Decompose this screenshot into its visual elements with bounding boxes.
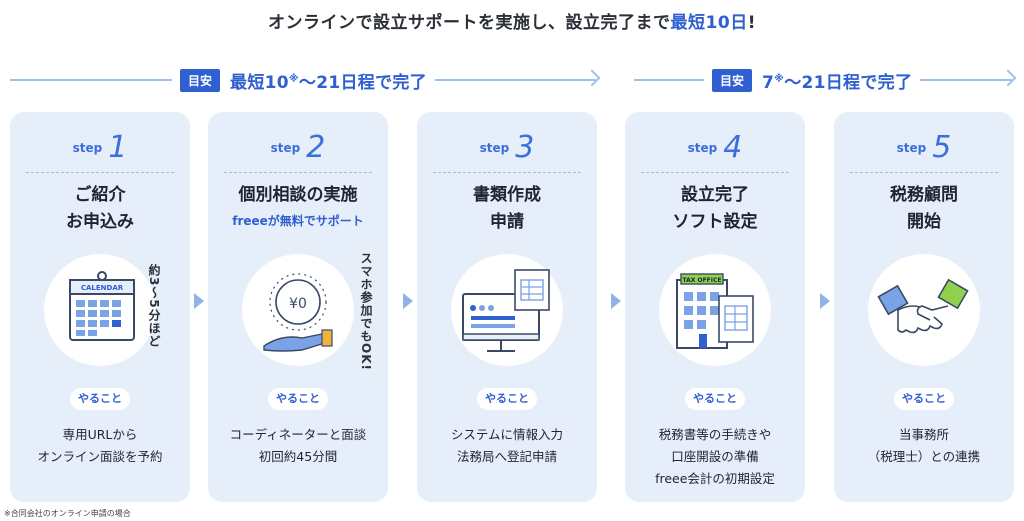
title-line: 開始 (907, 212, 941, 232)
desc-line: （税理士）との連携 (867, 449, 981, 464)
step-word: step (896, 140, 927, 155)
step-description: コーディネーターと面談初回約45分間 (208, 424, 388, 468)
calendar-label: CALENDAR (81, 284, 124, 292)
divider (850, 172, 998, 173)
timeline-arrow-icon (583, 69, 601, 87)
timeline-label: 目安 最短10※〜21日程で完了 (172, 66, 435, 94)
todo-badge: やること (477, 388, 537, 410)
step-heading: step 1 (10, 130, 190, 165)
coin-label: ¥0 (289, 296, 307, 312)
illustration-circle (868, 254, 980, 366)
desc-line: 口座開設の準備 (671, 449, 759, 464)
step-card-5: step 5 税務顧問開始 やること 当事務所 （税理士）との連携 (834, 112, 1014, 502)
smartphone-note: スマホ参加でもOK! (359, 252, 373, 371)
next-arrow-icon (820, 293, 830, 309)
step-description: 専用URLからオンライン面談を予約 (10, 424, 190, 468)
title-line: ご紹介 (74, 185, 126, 205)
title-line: 設立完了 (681, 185, 749, 205)
todo-badge: やること (894, 388, 954, 410)
handshake-icon (877, 278, 969, 334)
desc-line: 専用URLから (62, 427, 138, 442)
desc-line: システムに情報入力 (450, 427, 564, 442)
page-headline: オンラインで設立サポートを実施し、設立完了まで最短10日! (0, 8, 1024, 33)
tax-office-icon: TAX OFFICE (676, 273, 754, 349)
step-card-4: step 4 設立完了ソフト設定 TAX OFFICE やること 税務書等の手続き… (625, 112, 805, 502)
headline-suffix: ! (747, 13, 756, 33)
timeline-label-b: 〜21日程で完了 (784, 72, 913, 93)
desc-line: オンライン面談を予約 (37, 449, 163, 464)
timeline-mark: ※ (288, 72, 299, 84)
desc-line: 税務書等の手続きや (658, 427, 772, 442)
timeline-label-b: 〜21日程で完了 (298, 72, 427, 93)
step-number: 5 (932, 130, 952, 165)
estimate-badge: 目安 (180, 68, 221, 92)
step-card-2: step 2 個別相談の実施 freeeが無料でサポート ¥0 スマホ参加でもOK… (208, 112, 388, 502)
desc-line: 法務局へ登記申請 (456, 449, 557, 464)
step-number: 2 (306, 130, 326, 165)
step-heading: step 5 (834, 130, 1014, 165)
timeline-second: 目安 7※〜21日程で完了 (634, 66, 1017, 96)
step-heading: step 3 (417, 130, 597, 165)
step-number: 4 (723, 130, 743, 165)
step-word: step (479, 140, 510, 155)
illustration-circle: ¥0 (242, 254, 354, 366)
illustration-circle: CALENDAR (44, 254, 156, 366)
step-card-3: step 3 書類作成申請 やること システムに情報入力法務局へ登記申請 (417, 112, 597, 502)
next-arrow-icon (611, 293, 621, 309)
step-word: step (687, 140, 718, 155)
step-subtitle: freeeが無料でサポート (232, 214, 364, 228)
title-line: 申請 (490, 212, 524, 232)
title-line: ソフト設定 (672, 212, 758, 232)
headline-accent: 最短10日 (670, 13, 748, 33)
title-line: 税務顧問 (890, 185, 958, 205)
step-card-1: step 1 ご紹介お申込み CALENDAR 約3〜5分ほど やること 専用UR… (10, 112, 190, 502)
illustration-circle: TAX OFFICE (659, 254, 771, 366)
timeline-label: 目安 7※〜21日程で完了 (704, 66, 921, 94)
estimate-badge: 目安 (712, 68, 753, 92)
title-line: 書類作成 (473, 185, 541, 205)
step-description: 税務書等の手続きや口座開設の準備 freee会計の初期設定 (625, 424, 805, 490)
coin-hand-icon: ¥0 (263, 273, 333, 352)
timeline-mark: ※ (774, 72, 785, 84)
step-title: 設立完了ソフト設定 (625, 182, 805, 236)
timeline-label-a: 7 (762, 72, 775, 93)
step-heading: step 4 (625, 130, 805, 165)
step-word: step (72, 140, 103, 155)
illustration-circle (451, 254, 563, 366)
divider (224, 172, 372, 173)
calendar-icon: CALENDAR (69, 271, 135, 341)
footnote: ※合同会社のオンライン申請の場合 (4, 509, 131, 518)
todo-badge: やること (685, 388, 745, 410)
divider (641, 172, 789, 173)
divider (433, 172, 581, 173)
step-description: 当事務所 （税理士）との連携 (834, 424, 1014, 468)
divider (26, 172, 174, 173)
desc-line: コーディネーターと面談 (229, 427, 367, 442)
step-title: ご紹介お申込み (10, 182, 190, 236)
timeline-llc: 目安 最短10※〜21日程で完了 (10, 66, 601, 96)
next-arrow-icon (403, 293, 413, 309)
timeline-arrow-icon (999, 69, 1017, 87)
todo-badge: やること (268, 388, 328, 410)
step-description: システムに情報入力法務局へ登記申請 (417, 424, 597, 468)
step-title: 税務顧問開始 (834, 182, 1014, 236)
next-arrow-icon (194, 293, 204, 309)
office-sign: TAX OFFICE (682, 277, 721, 284)
step-number: 1 (108, 130, 128, 165)
desc-line: 初回約45分間 (258, 449, 338, 464)
todo-badge: やること (70, 388, 130, 410)
headline-prefix: オンラインで設立サポートを実施し、設立完了まで (268, 13, 671, 33)
step-number: 3 (515, 130, 535, 165)
step-word: step (270, 140, 301, 155)
step-title: 個別相談の実施 (208, 182, 388, 209)
duration-note: 約3〜5分ほど (147, 264, 161, 348)
desc-line: 当事務所 (898, 427, 949, 442)
title-line: お申込み (66, 212, 134, 232)
step-title: 書類作成申請 (417, 182, 597, 236)
step-heading: step 2 (208, 130, 388, 165)
title-line: 個別相談の実施 (238, 185, 358, 205)
timeline-label-a: 最短10 (230, 72, 289, 93)
monitor-document-icon (462, 269, 550, 352)
desc-line: freee会計の初期設定 (655, 471, 775, 486)
